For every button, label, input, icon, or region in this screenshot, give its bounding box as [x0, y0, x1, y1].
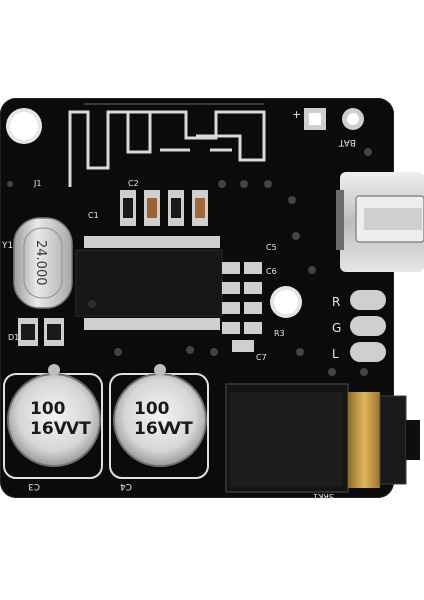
silk-label-c1: C1 [88, 211, 99, 220]
audio-output-pads [350, 290, 386, 362]
silk-label-j1: J1 [33, 179, 41, 188]
capacitor-c3-voltage: 16V [30, 419, 68, 439]
crystal-oscillator [13, 217, 73, 309]
antenna-trace [68, 103, 266, 187]
pcb-vias [7, 148, 372, 376]
silk-label-c6: C6 [266, 267, 277, 276]
mounting-hole-top-left [6, 108, 42, 144]
capacitor-c4-value: 100 [134, 399, 170, 419]
mounting-hole-center [270, 286, 302, 318]
capacitor-c4-voltage: 16V [134, 419, 172, 439]
silk-label-g: G [332, 321, 341, 335]
silk-label-c5: C5 [266, 243, 277, 252]
smd-cluster-right [222, 262, 262, 352]
capacitor-c3 [3, 364, 103, 479]
silk-label-l: L [332, 347, 339, 361]
silk-label-c2: C2 [128, 179, 139, 188]
silk-label-bat: BAT [338, 137, 356, 147]
silk-label-srk1: SRK1 [313, 492, 334, 501]
smd-diode-resistor [18, 318, 64, 346]
main-ic-chip [75, 236, 223, 330]
crystal-marking: 24.000 [33, 240, 48, 286]
battery-pads [304, 108, 364, 130]
silk-label-plus: + [292, 108, 301, 121]
pcb-board-edge [0, 98, 394, 498]
audio-jack-3-5mm [225, 383, 420, 493]
smd-resistor-row [120, 190, 208, 226]
capacitor-c4-series: VT [168, 419, 193, 439]
silk-label-d1: D1 [8, 333, 19, 342]
capacitor-c4 [109, 364, 209, 479]
silk-label-r: R [332, 295, 340, 309]
silk-label-c3: C3 [28, 481, 40, 491]
silk-label-r3: R3 [274, 329, 285, 338]
silk-label-y1: Y1 [1, 241, 13, 251]
silk-label-c7: C7 [256, 353, 267, 362]
capacitor-c3-series: VT [66, 419, 91, 439]
micro-usb-port [336, 172, 424, 272]
silk-label-c4: C4 [120, 481, 132, 491]
capacitor-c3-value: 100 [30, 399, 66, 419]
